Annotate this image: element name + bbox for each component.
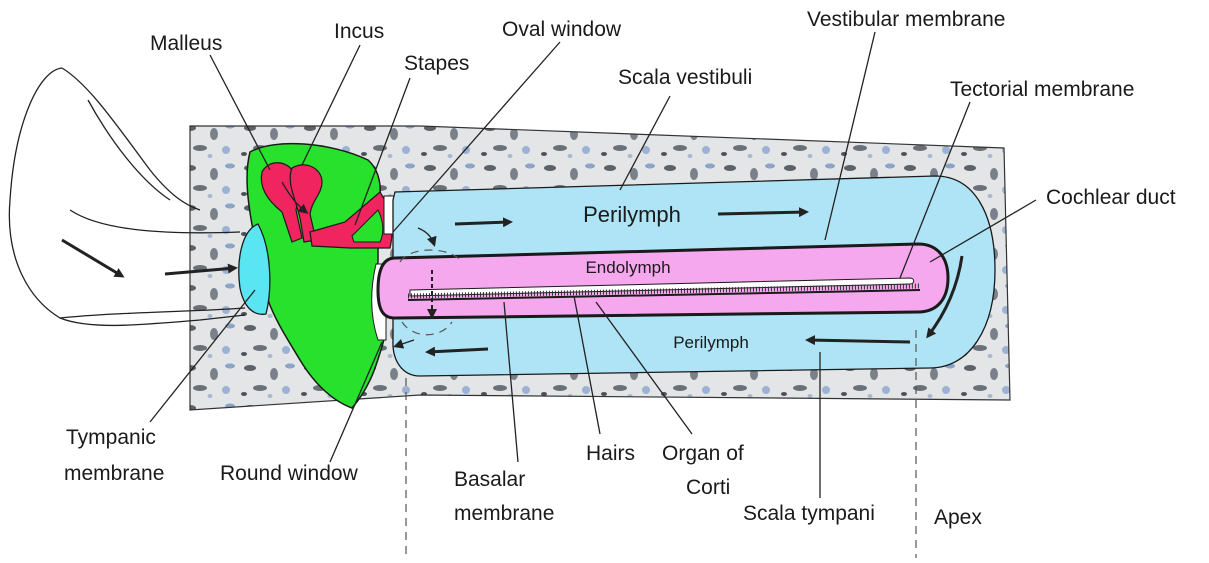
label-oval-window: Oval window: [502, 18, 622, 41]
endolymph-label: Endolymph: [585, 258, 670, 277]
label-organ-of-corti-line1: Organ of: [662, 442, 744, 465]
flow-arrow-upper-2: [718, 212, 806, 214]
label-apex: Apex: [934, 506, 982, 529]
label-tympanic-membrane-line1: Tympanic: [66, 426, 156, 449]
sound-arrow-1: [62, 240, 122, 276]
label-scala-vestibuli: Scala vestibuli: [618, 66, 752, 89]
label-hairs: Hairs: [586, 442, 635, 465]
label-tectorial-membrane: Tectorial membrane: [950, 78, 1134, 101]
label-basalar-membrane-line2: membrane: [454, 502, 554, 525]
label-basalar-membrane-line1: Basalar: [454, 468, 525, 491]
label-malleus: Malleus: [150, 32, 222, 55]
perilymph-upper-label: Perilymph: [583, 202, 681, 227]
perilymph-lower-label: Perilymph: [673, 333, 749, 352]
label-vestibular-membrane: Vestibular membrane: [807, 8, 1005, 31]
label-tympanic-membrane-line2: membrane: [64, 462, 164, 485]
label-organ-of-corti-line2: Corti: [686, 476, 730, 499]
label-stapes: Stapes: [404, 52, 469, 75]
label-incus: Incus: [334, 20, 384, 43]
flow-arrow-lower-1: [808, 340, 910, 342]
label-round-window: Round window: [220, 462, 359, 485]
pinna-fold: [88, 100, 170, 200]
flow-arrow-upper-1: [455, 222, 510, 224]
label-scala-tympani: Scala tympani: [743, 502, 875, 525]
pinna-inner-outline: [62, 68, 200, 210]
label-cochlear-duct: Cochlear duct: [1046, 186, 1176, 209]
